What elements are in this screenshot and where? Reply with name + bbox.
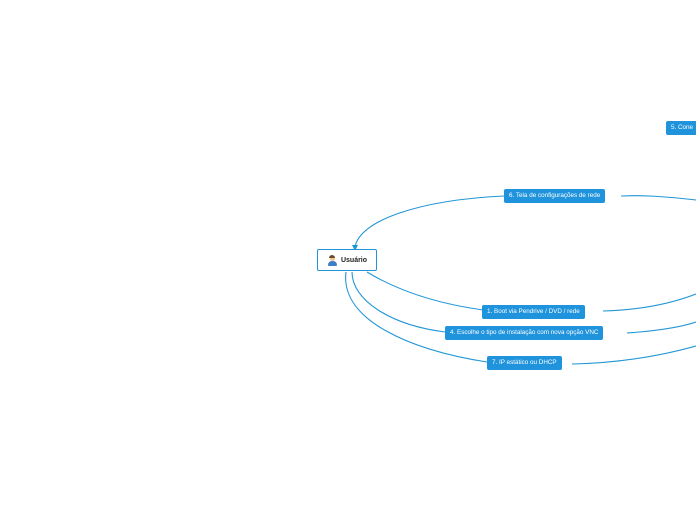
topic-step-5[interactable]: 5. Cone — [666, 121, 696, 135]
central-topic-usuario[interactable]: Usuário — [317, 249, 377, 271]
link-step-7 — [345, 271, 696, 365]
link-step-4 — [351, 271, 696, 334]
link-step-6 — [354, 195, 696, 248]
user-avatar-icon — [327, 255, 338, 266]
arrowhead-icon — [352, 245, 358, 251]
topic-step-6[interactable]: 6. Tela de configurações de rede — [504, 189, 606, 203]
topic-step-7[interactable]: 7. IP estático ou DHCP — [487, 356, 562, 370]
link-step-1 — [366, 271, 696, 312]
central-topic-label: Usuário — [340, 256, 368, 264]
topic-step-1[interactable]: 1. Boot via Pendrive / DVD / rede — [482, 305, 585, 319]
topic-step-4[interactable]: 4. Escolhe o tipo de instalação com nova… — [445, 326, 604, 340]
